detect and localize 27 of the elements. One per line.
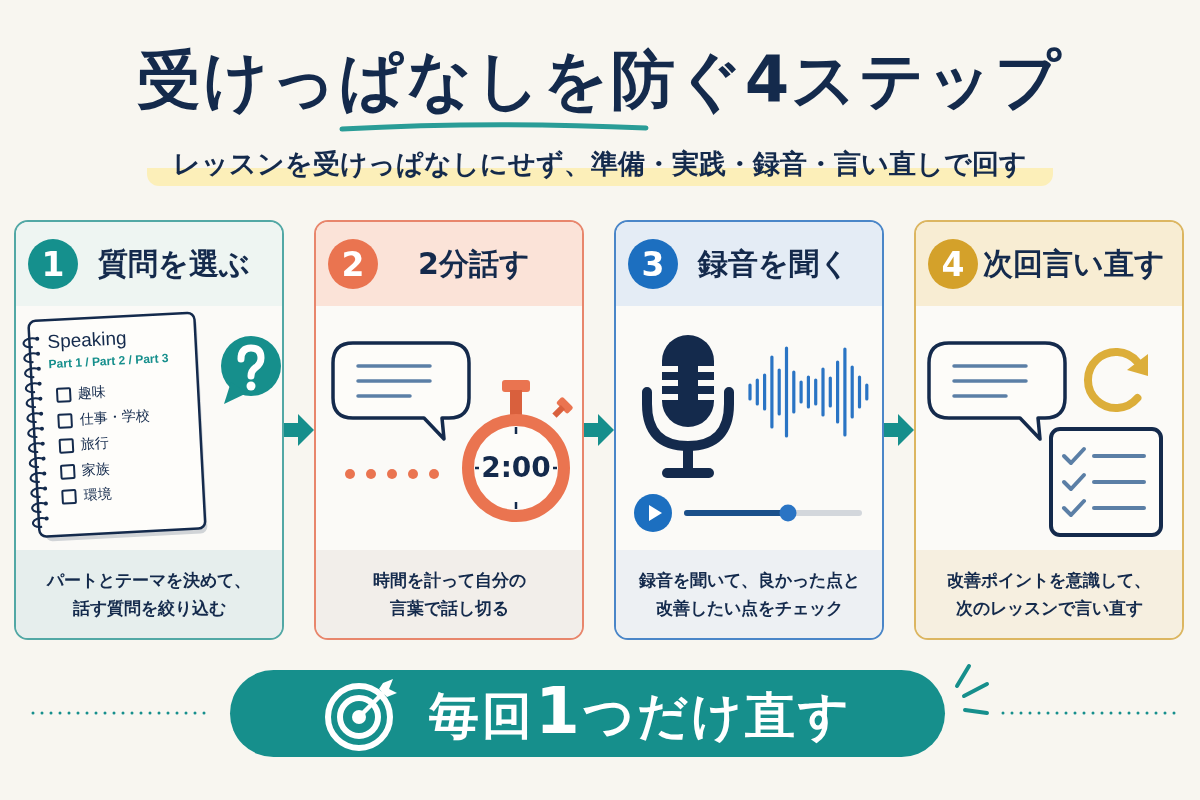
step-number: 4: [928, 239, 978, 289]
step-title: 2分話す: [418, 244, 530, 283]
checklist-item: 仕事・学校: [79, 405, 150, 429]
step-description: 改善ポイントを意識して、次のレッスンで言い直す: [946, 568, 1152, 620]
notebook-heading: Speaking: [46, 326, 128, 355]
step-description: 時間を計って自分の言葉で話し切る: [371, 568, 527, 620]
step-number: 1: [28, 239, 78, 289]
checklist-item: 趣味: [77, 382, 107, 403]
step-description: パートとテーマを決めて、話す質問を絞り込む: [45, 568, 252, 620]
step-title: 次回言い直す: [983, 244, 1165, 283]
step-number: 2: [328, 239, 378, 289]
step-card: [314, 220, 584, 640]
step-card: [914, 220, 1184, 640]
timer-readout: 2:00: [481, 452, 551, 484]
arrow: [584, 414, 614, 446]
step-description: 録音を聞いて、良かった点と改善したい点をチェック: [637, 568, 861, 620]
step-title: 録音を聞く: [698, 244, 850, 283]
step-card: [614, 220, 884, 640]
title: 受けっぱなしを防ぐ4ステップ: [136, 42, 1064, 119]
step-number: 3: [628, 239, 678, 289]
step-title: 質問を選ぶ: [98, 244, 250, 283]
checklist-item: 旅行: [80, 433, 110, 454]
arrow: [884, 414, 914, 446]
arrow: [284, 414, 314, 446]
checklist-item: 家族: [81, 458, 111, 480]
step-card: [14, 220, 284, 640]
checklist-item: 環境: [83, 484, 112, 505]
